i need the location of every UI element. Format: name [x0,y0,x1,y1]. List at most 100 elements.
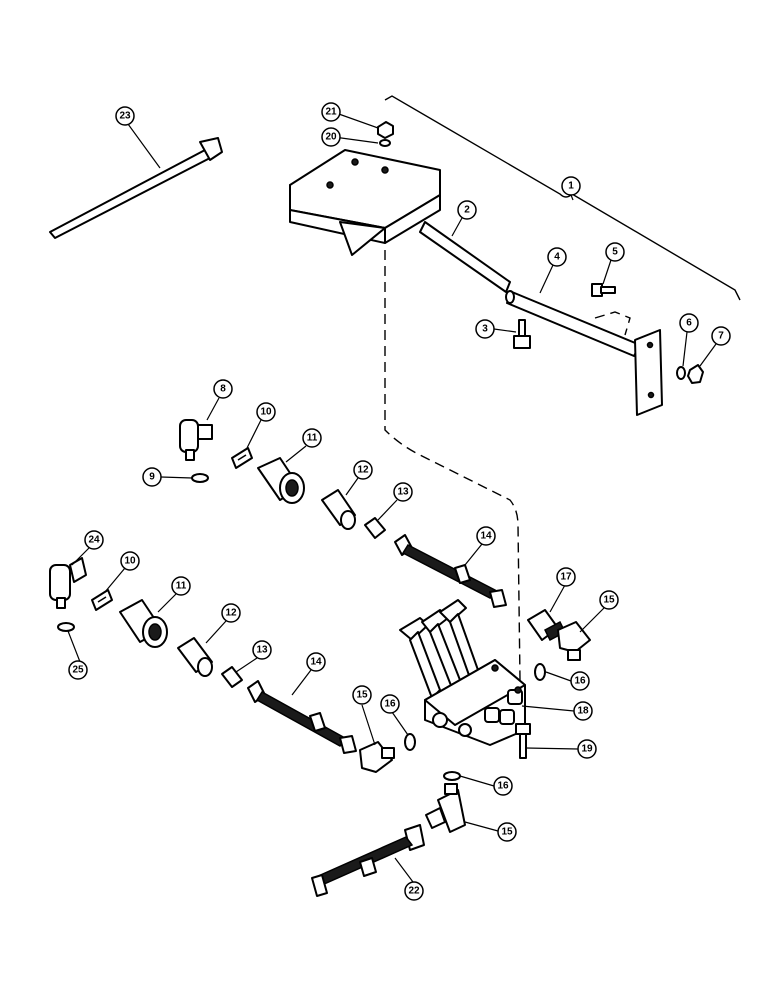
callout-14b-label: 14 [310,657,322,668]
bolt-5 [591,283,616,297]
callout-15a-label: 15 [603,595,615,606]
tee-fitting-24 [49,557,87,609]
callout-18: 18 [573,701,593,721]
washer-20 [379,139,391,147]
callout-12a: 12 [353,460,373,480]
coupler-11a [257,457,305,504]
adapter-10a [231,447,253,469]
callout-9-label: 9 [149,472,155,483]
callout-25: 25 [68,660,88,680]
callout-12b: 12 [221,603,241,623]
callout-4-label: 4 [554,252,560,263]
callout-19-label: 19 [581,744,593,755]
center-line [384,250,521,681]
o-ring-16c [443,771,461,781]
callout-6: 6 [679,313,699,333]
callout-16c-label: 16 [497,781,509,792]
callout-13b: 13 [252,640,272,660]
callout-25-label: 25 [72,665,84,676]
callout-10b-label: 10 [124,556,136,567]
support-tube-bracket [505,290,663,416]
callout-16a: 16 [570,671,590,691]
callout-7: 7 [711,326,731,346]
callout-1-label: 1 [568,181,574,192]
callout-3-label: 3 [482,324,488,335]
callout-5-label: 5 [612,247,618,258]
support-rod [419,221,511,293]
hose-22 [311,824,425,897]
nut-21 [377,121,394,139]
callout-21: 21 [321,102,341,122]
callout-8: 8 [213,379,233,399]
bolt-3 [513,319,531,349]
callout-10a: 10 [256,402,276,422]
o-ring-9 [191,473,209,483]
callout-21-label: 21 [325,107,337,118]
callout-22: 22 [404,881,424,901]
callout-11b-label: 11 [176,581,187,592]
callout-14a-label: 14 [480,531,492,542]
callout-15b: 15 [352,685,372,705]
callout-24: 24 [84,530,104,550]
callout-11b: 11 [171,576,191,596]
callout-6-label: 6 [686,318,692,329]
control-valve [399,599,526,746]
callout-12b-label: 12 [225,608,237,619]
callout-13a: 13 [393,482,413,502]
elbow-15b [359,741,395,773]
o-ring-16a [534,663,546,681]
o-ring-16b [404,733,416,751]
callout-14a: 14 [476,526,496,546]
callout-11a: 11 [302,428,322,448]
callout-13a-label: 13 [397,487,409,498]
mounting-plate [289,149,441,256]
coupler-tip-12a [321,489,356,530]
callout-17-label: 17 [560,572,572,583]
callout-16b-label: 16 [384,699,396,710]
callout-7-label: 7 [718,331,724,342]
callout-2: 2 [457,200,477,220]
callout-10a-label: 10 [260,407,272,418]
callout-20-label: 20 [325,132,337,143]
callout-22-label: 22 [408,886,420,897]
tee-fitting-8 [179,419,213,461]
callout-20: 20 [321,127,341,147]
callout-11a-label: 11 [307,433,318,444]
callout-17: 17 [556,567,576,587]
callout-12a-label: 12 [357,465,369,476]
callout-23: 23 [115,106,135,126]
callout-5: 5 [605,242,625,262]
leader-lines [67,112,717,883]
callout-3: 3 [475,319,495,339]
elbow-15a [557,621,591,661]
callout-16b: 16 [380,694,400,714]
bolt-19 [515,723,531,759]
callout-10b: 10 [120,551,140,571]
washer-6 [676,366,686,380]
adapter-10b [91,589,113,611]
callout-24-label: 24 [88,535,100,546]
callout-14b: 14 [306,652,326,672]
callout-19: 19 [577,739,597,759]
tee-15c [425,783,466,833]
callout-16c: 16 [493,776,513,796]
callout-9: 9 [142,467,162,487]
coupler-tip-12b [177,637,213,677]
callout-15b-label: 15 [356,690,368,701]
callout-15c: 15 [497,822,517,842]
callout-4: 4 [547,247,567,267]
nut-7 [687,364,704,384]
callout-2-label: 2 [464,205,470,216]
adapter-13a [364,517,386,539]
callout-1: 1 [561,176,581,196]
callout-18-label: 18 [577,706,589,717]
callout-15c-label: 15 [501,827,513,838]
callout-16a-label: 16 [574,676,586,687]
hose-14b [247,680,357,754]
callout-13b-label: 13 [256,645,268,656]
callout-23-label: 23 [119,111,131,122]
o-ring-25 [57,622,75,632]
callout-8-label: 8 [220,384,226,395]
callout-15a: 15 [599,590,619,610]
